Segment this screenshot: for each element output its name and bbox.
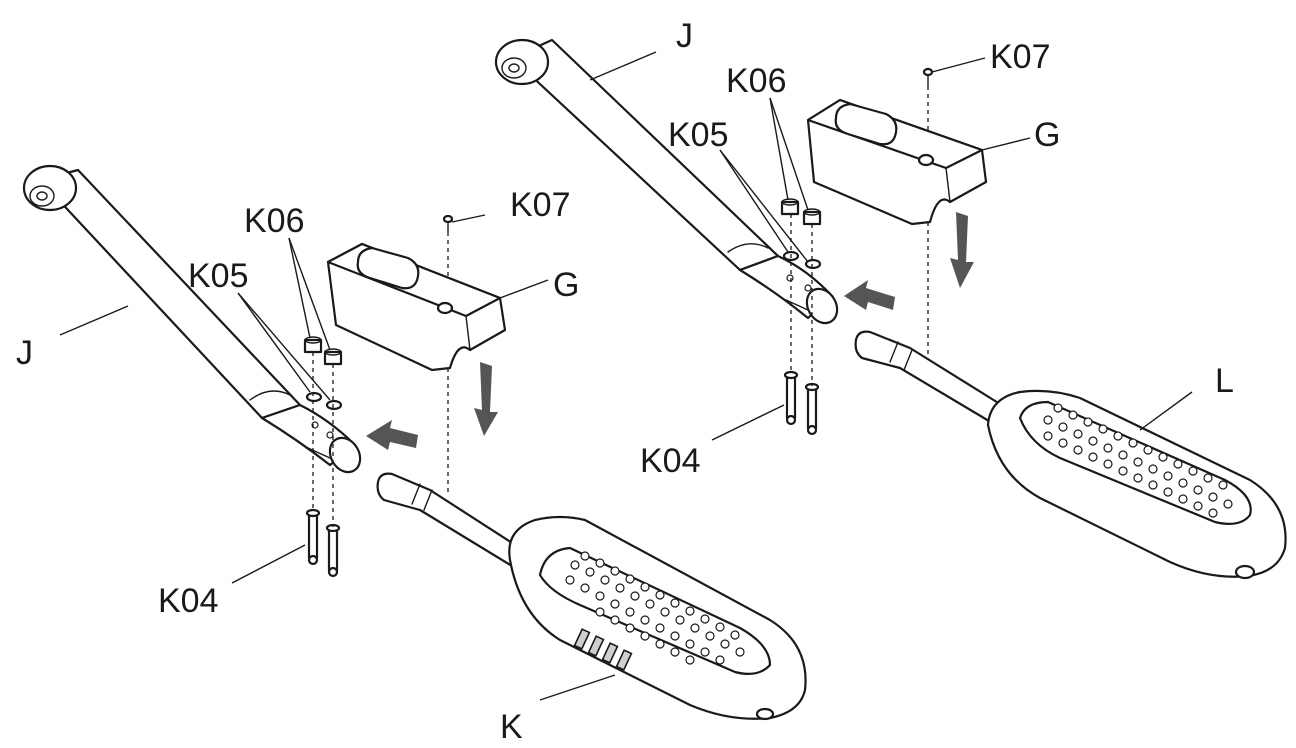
left-insert-arrow <box>366 420 418 450</box>
right-arrows <box>844 212 974 310</box>
right-label-nut: K06 <box>726 62 787 100</box>
left-label-pedal: K <box>500 708 523 746</box>
left-pedal-k <box>376 472 807 721</box>
left-label-tube: J <box>16 334 33 372</box>
right-down-arrow <box>950 212 974 288</box>
right-label-pedal: L <box>1215 362 1234 400</box>
left-label-screw: K07 <box>510 186 571 224</box>
right-insert-arrow <box>844 280 895 310</box>
left-nuts-washers <box>303 336 343 411</box>
left-labels: J K06 K05 K07 G K04 K <box>16 186 579 746</box>
left-tube-j <box>22 164 362 474</box>
right-labels: J K06 K05 K07 G K04 L <box>640 17 1234 480</box>
right-tube-j <box>494 38 839 325</box>
right-pedal-holes <box>1043 403 1233 518</box>
right-cover-g <box>806 98 988 226</box>
left-label-nut: K06 <box>244 202 305 240</box>
left-label-cover: G <box>553 266 579 304</box>
left-down-arrow <box>474 362 498 436</box>
right-leader-lines <box>589 51 1193 441</box>
right-label-cover: G <box>1034 116 1060 154</box>
left-assembly: J K06 K05 K07 G K04 K <box>16 164 807 746</box>
left-bolts-k04 <box>305 352 341 578</box>
right-label-screw: K07 <box>990 38 1051 76</box>
left-leader-lines <box>59 214 616 701</box>
right-label-bolt: K04 <box>640 442 701 480</box>
left-pedal-grip <box>573 628 633 671</box>
right-bolts-k04 <box>783 214 820 436</box>
right-label-washer: K05 <box>668 116 729 154</box>
right-label-tube: J <box>676 17 693 55</box>
left-label-washer: K05 <box>188 257 249 295</box>
right-assembly: J K06 K05 K07 G K04 L <box>494 17 1287 580</box>
left-pedal-holes <box>565 551 745 665</box>
left-cover-g <box>326 242 507 372</box>
left-label-bolt: K04 <box>158 582 219 620</box>
right-pedal-l <box>854 330 1287 580</box>
left-arrows <box>366 362 498 450</box>
right-nuts-washers <box>780 198 822 270</box>
